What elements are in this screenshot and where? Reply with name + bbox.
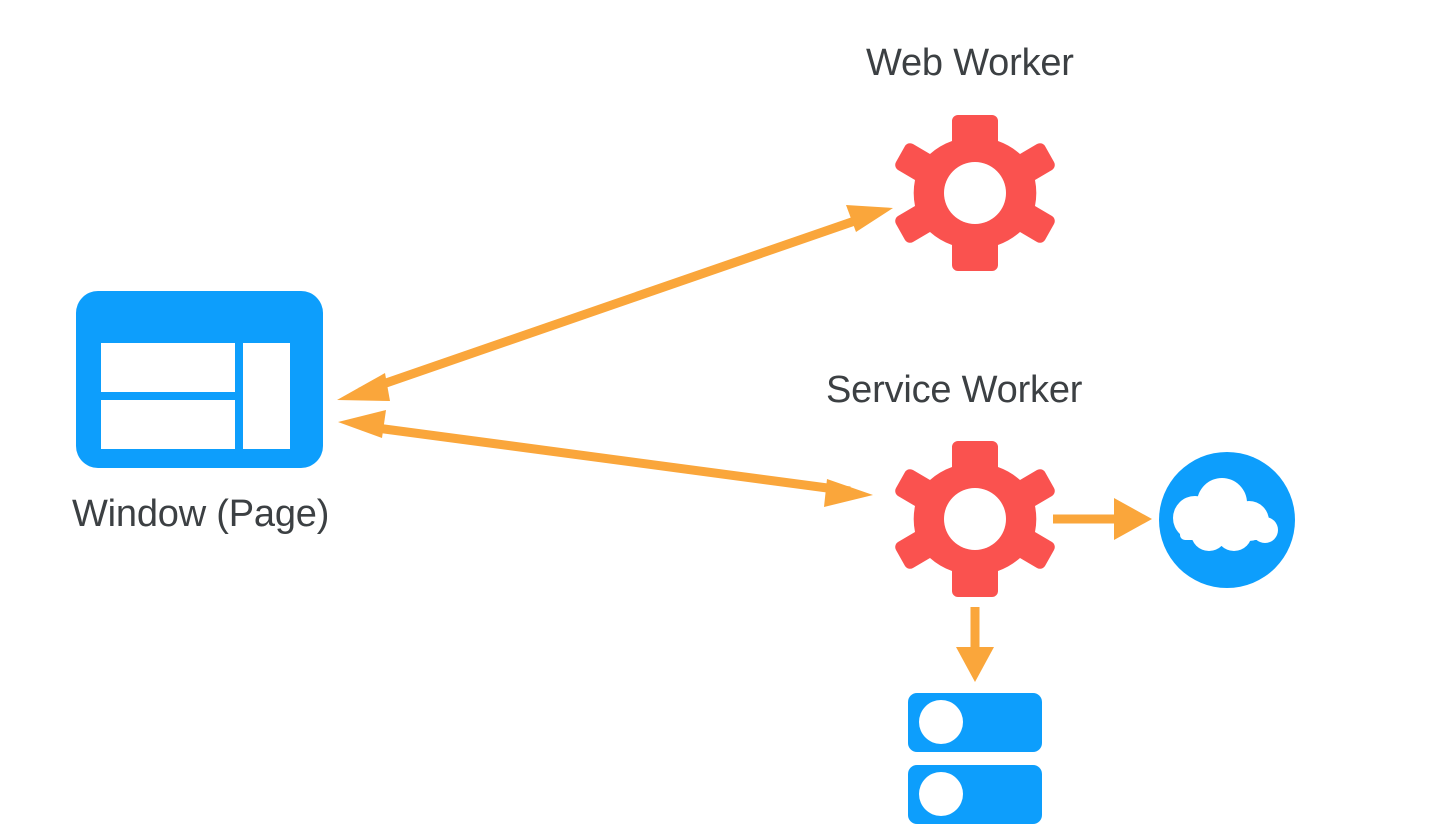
connector-shaft <box>361 421 851 496</box>
web-worker-gear-icon[interactable] <box>895 115 1055 271</box>
connector-shaft <box>358 210 874 397</box>
service-worker-label: Service Worker <box>826 369 1083 411</box>
arrowhead-to-window <box>337 373 390 401</box>
gear-hole <box>944 488 1006 550</box>
gear-hole <box>944 162 1006 224</box>
window-content-top <box>101 343 235 392</box>
web-worker-label: Web Worker <box>866 42 1074 84</box>
database-storage-icon[interactable] <box>908 693 1042 824</box>
connector-window-to-web-worker <box>337 205 893 401</box>
cloud-icon[interactable] <box>1159 452 1295 588</box>
connector-service-worker-to-cloud <box>1053 498 1152 540</box>
arrowhead-to-window <box>338 410 386 438</box>
window-content-bottom <box>101 400 235 449</box>
connector-service-worker-to-storage <box>956 607 994 682</box>
connector-window-to-service-worker <box>338 410 873 507</box>
service-worker-gear-icon[interactable] <box>895 441 1055 597</box>
window-page-label: Window (Page) <box>72 493 330 535</box>
arrowhead-to-cloud <box>1114 498 1152 540</box>
arrowhead-to-storage <box>956 647 994 682</box>
arrowhead-to-web-worker <box>846 205 893 232</box>
storage-indicator-bottom <box>919 772 963 816</box>
window-sidebar-panel <box>243 343 290 449</box>
cloud-glyph <box>1173 478 1278 551</box>
arrowhead-to-service-worker <box>824 479 873 507</box>
storage-indicator-top <box>919 700 963 744</box>
browser-window-icon[interactable] <box>76 291 323 468</box>
